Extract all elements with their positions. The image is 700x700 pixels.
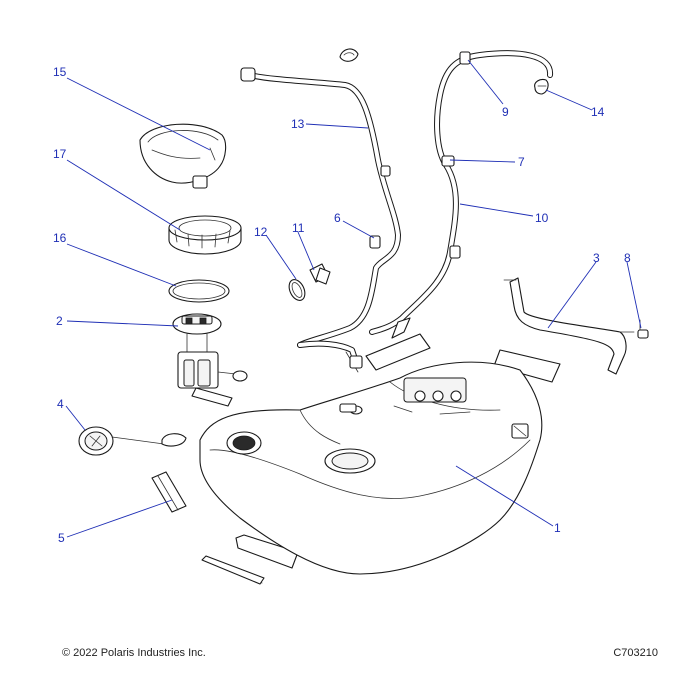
fuel-cap-4 [78,426,187,456]
hose-6 [297,340,363,369]
callout-11: 11 [292,221,305,235]
pad-top [365,333,431,371]
clamp-12 [288,279,306,301]
hose-10 [369,50,553,339]
callout-12: 12 [254,225,268,239]
clamp-14 [534,78,549,95]
callout-2: 2 [56,314,63,328]
callout-1: 1 [554,521,561,535]
lock-ring-17 [168,215,242,255]
fuel-tank-1 [199,361,543,575]
callout-13: 13 [291,117,305,131]
vent-hose-13 [240,67,401,373]
seal-16 [168,279,230,303]
fuel-pump-2 [172,313,248,407]
pad-lower [201,534,299,585]
clip-top [339,48,359,62]
connector-11 [309,263,331,285]
pad-5 [151,471,187,513]
callout-3: 3 [593,251,600,265]
callout-7: 7 [518,155,525,169]
callout-16: 16 [53,231,67,245]
leader-lines [65,59,642,538]
callout-9: 9 [502,105,509,119]
callout-17: 17 [53,147,67,161]
callout-labels: 15 17 16 2 4 5 13 6 12 11 9 14 7 10 3 8 … [53,65,631,545]
callout-10: 10 [535,211,549,225]
callout-8: 8 [624,251,631,265]
copyright-text: © 2022 Polaris Industries Inc. [62,647,206,659]
callout-15: 15 [53,65,67,79]
pad-strap [493,349,561,383]
figure-id: C703210 [613,647,658,659]
cover-15 [139,123,227,189]
callout-4: 4 [57,397,64,411]
callout-14: 14 [591,105,605,119]
callout-6: 6 [334,211,341,225]
strap-3 [503,277,635,375]
callout-5: 5 [58,531,65,545]
